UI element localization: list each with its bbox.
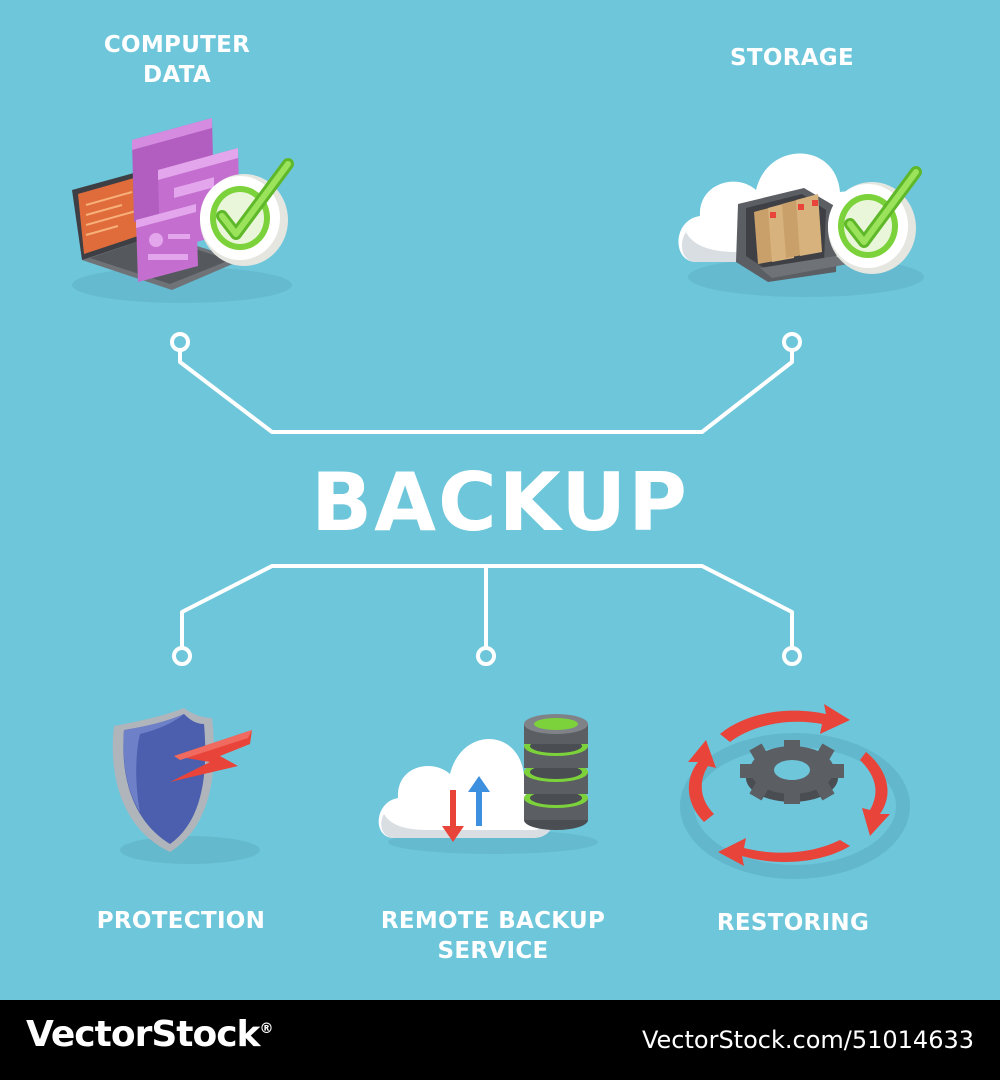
label-storage-line1: STORAGE xyxy=(729,45,854,71)
label-computer-data-line2: DATA xyxy=(142,62,211,88)
connector-computer-data xyxy=(178,350,794,434)
label-restoring: RESTORING xyxy=(673,908,913,938)
connector-node-bottom-center xyxy=(476,646,496,666)
watermark-brand: VectorStock® xyxy=(26,1014,274,1055)
label-computer-data-line1: COMPUTER xyxy=(103,32,251,58)
label-protection-line1: PROTECTION xyxy=(96,908,266,934)
laptop-check-icon xyxy=(72,118,294,303)
label-protection: PROTECTION xyxy=(61,906,301,936)
cloud-server-icon xyxy=(378,714,598,854)
connector-node-top-left xyxy=(170,332,190,352)
label-remote-backup-line2: SERVICE xyxy=(437,938,549,964)
connector-bottom-left xyxy=(180,564,486,648)
watermark-url: VectorStock.com/51014633 xyxy=(641,1026,974,1054)
watermark-brand-name: VectorStock xyxy=(26,1014,260,1055)
connector-node-top-right xyxy=(782,332,802,352)
label-computer-data: COMPUTER DATA xyxy=(77,30,277,90)
watermark-footer: VectorStock® VectorStock.com/51014633 xyxy=(0,1000,1000,1080)
connector-bottom-right xyxy=(486,564,794,648)
label-remote-backup: REMOTE BACKUP SERVICE xyxy=(343,906,643,966)
diagram-title: BACKUP xyxy=(311,456,689,549)
connector-lines xyxy=(170,332,802,666)
watermark-brand-mark: ® xyxy=(259,1021,274,1037)
backup-diagram: BACKUP COMPUTER DATA STORAGE PROTECTION … xyxy=(0,0,1000,1000)
connector-node-bottom-right xyxy=(782,646,802,666)
connector-node-bottom-left xyxy=(172,646,192,666)
shield-lightning-icon xyxy=(112,708,260,864)
label-remote-backup-line1: REMOTE BACKUP xyxy=(380,908,606,934)
gear-refresh-icon xyxy=(680,704,910,879)
label-restoring-line1: RESTORING xyxy=(716,910,870,936)
cloud-folder-check-icon xyxy=(678,153,924,297)
label-storage: STORAGE xyxy=(692,43,892,73)
